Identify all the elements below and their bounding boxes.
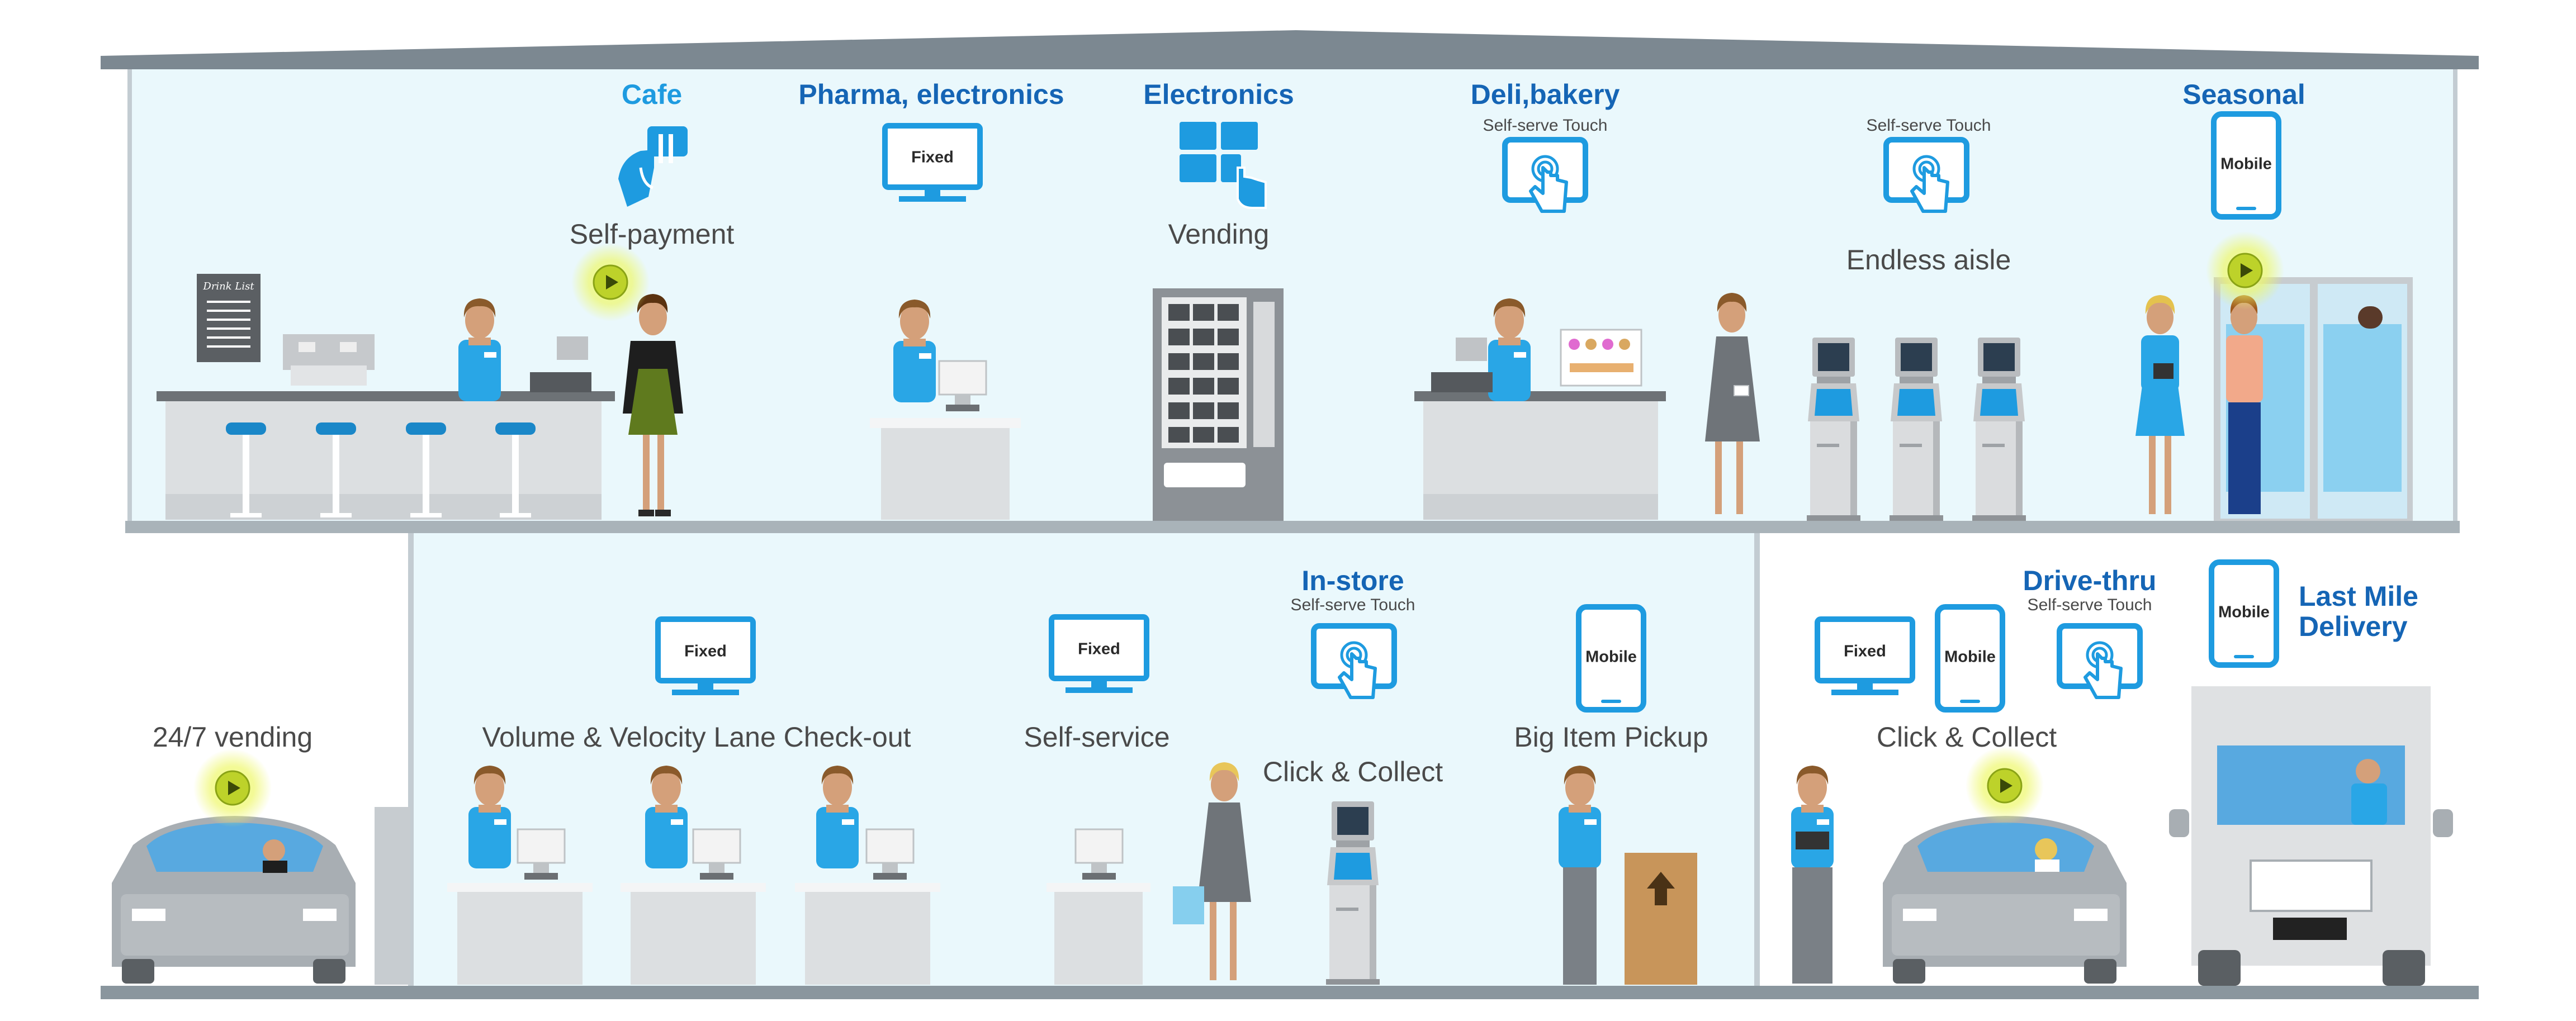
label-pharma-electronics: Pharma, electronics: [798, 79, 1064, 110]
label-instore-click-collect: Click & Collect: [1262, 756, 1443, 787]
mobile-icon: Mobile: [2220, 155, 2272, 173]
play-button-drive-thru[interactable]: [1986, 767, 2024, 805]
play-button-seasonal[interactable]: [2226, 251, 2264, 289]
label-vending: Vending: [1168, 219, 1270, 250]
label-cafe: Cafe: [621, 79, 683, 110]
label-last-mile: Last Mile: [2299, 581, 2418, 612]
fixed-icon: Fixed: [1844, 642, 1886, 661]
vending-touch-icon: [1176, 120, 1269, 210]
label-deli-self-serve-touch: Self-serve Touch: [1483, 116, 1608, 135]
touch-screen-icon: [1503, 137, 1588, 210]
label-volume-velocity: Volume & Velocity Lane Check-out: [482, 721, 911, 753]
fixed-icon: Fixed: [911, 148, 954, 167]
mobile-icon: Mobile: [1585, 648, 1637, 666]
label-big-item-pickup: Big Item Pickup: [1514, 721, 1708, 753]
touch-screen-icon: [1884, 137, 1969, 210]
label-aisle-self-serve-touch: Self-serve Touch: [1866, 116, 1991, 135]
label-247-vending: 24/7 vending: [152, 721, 313, 753]
label-drive-thru: Drive-thru: [2023, 565, 2157, 596]
label-deli-bakery: Deli,bakery: [1470, 79, 1620, 110]
fixed-icon: Fixed: [684, 642, 727, 661]
play-button-247-vending[interactable]: [214, 769, 252, 807]
label-self-service: Self-service: [1024, 721, 1170, 753]
label-drivethru-self-serve-touch: Self-serve Touch: [2027, 596, 2152, 614]
label-delivery: Delivery: [2299, 611, 2408, 642]
label-self-payment: Self-payment: [569, 219, 735, 250]
label-in-store: In-store: [1301, 565, 1404, 596]
mobile-icon: Mobile: [2218, 603, 2270, 621]
play-button-self-payment[interactable]: [591, 263, 629, 301]
touch-screen-icon: [1311, 624, 1396, 696]
label-drivethru-click-collect: Click & Collect: [1876, 721, 2057, 753]
label-electronics: Electronics: [1143, 79, 1294, 110]
touch-screen-icon: [2057, 624, 2142, 696]
mobile-icon: Mobile: [1944, 648, 1996, 666]
fixed-icon: Fixed: [1078, 640, 1120, 658]
label-instore-self-serve-touch: Self-serve Touch: [1290, 596, 1415, 614]
label-seasonal: Seasonal: [2182, 79, 2305, 110]
hand-card-icon: [615, 123, 693, 207]
drink-list-title: Drink List: [202, 281, 254, 292]
label-endless-aisle: Endless aisle: [1846, 244, 2011, 276]
